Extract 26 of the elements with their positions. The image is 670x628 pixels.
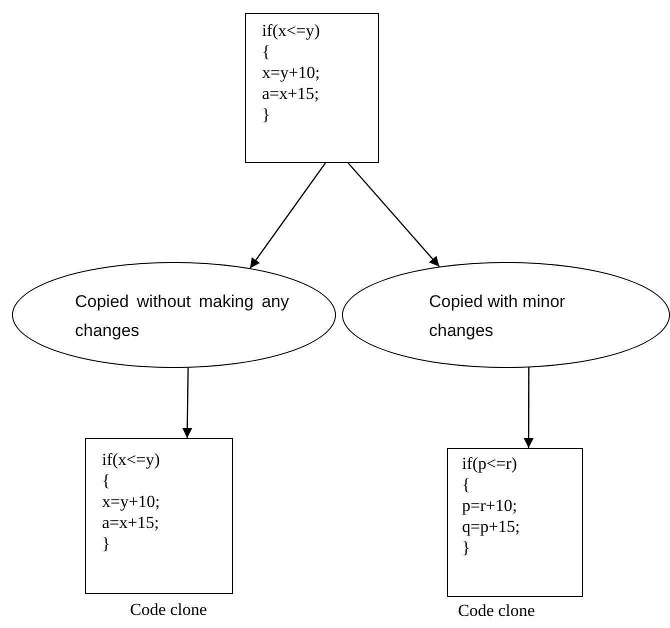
arrow (348, 162, 440, 267)
code-line: a=x+15; (262, 83, 319, 104)
code-box (85, 438, 233, 594)
code-line: x=y+10; (262, 62, 320, 83)
arrow (250, 162, 326, 269)
code-line: if(x<=y) (262, 20, 320, 41)
code-line: } (462, 537, 470, 558)
code-box (245, 13, 379, 163)
code-line: a=x+15; (102, 512, 159, 533)
code-line: { (462, 474, 470, 495)
node-caption: Code clone (130, 600, 207, 620)
code-line: if(x<=y) (102, 449, 160, 470)
code-line: } (262, 104, 270, 125)
code-line: } (102, 533, 110, 554)
code-box (447, 448, 583, 597)
code-line: q=p+15; (462, 516, 520, 537)
code-line: { (102, 470, 110, 491)
code-line: p=r+10; (462, 495, 518, 516)
node-caption: Code clone (458, 601, 535, 621)
arrow (182, 368, 192, 438)
code-line: { (262, 41, 270, 62)
code-line: if(p<=r) (462, 453, 518, 474)
arrow (524, 367, 534, 448)
ellipse-text: Copied without making any changes (75, 291, 289, 342)
code-line: x=y+10; (102, 491, 160, 512)
ellipse-text: Copied with minor changes (429, 291, 566, 342)
